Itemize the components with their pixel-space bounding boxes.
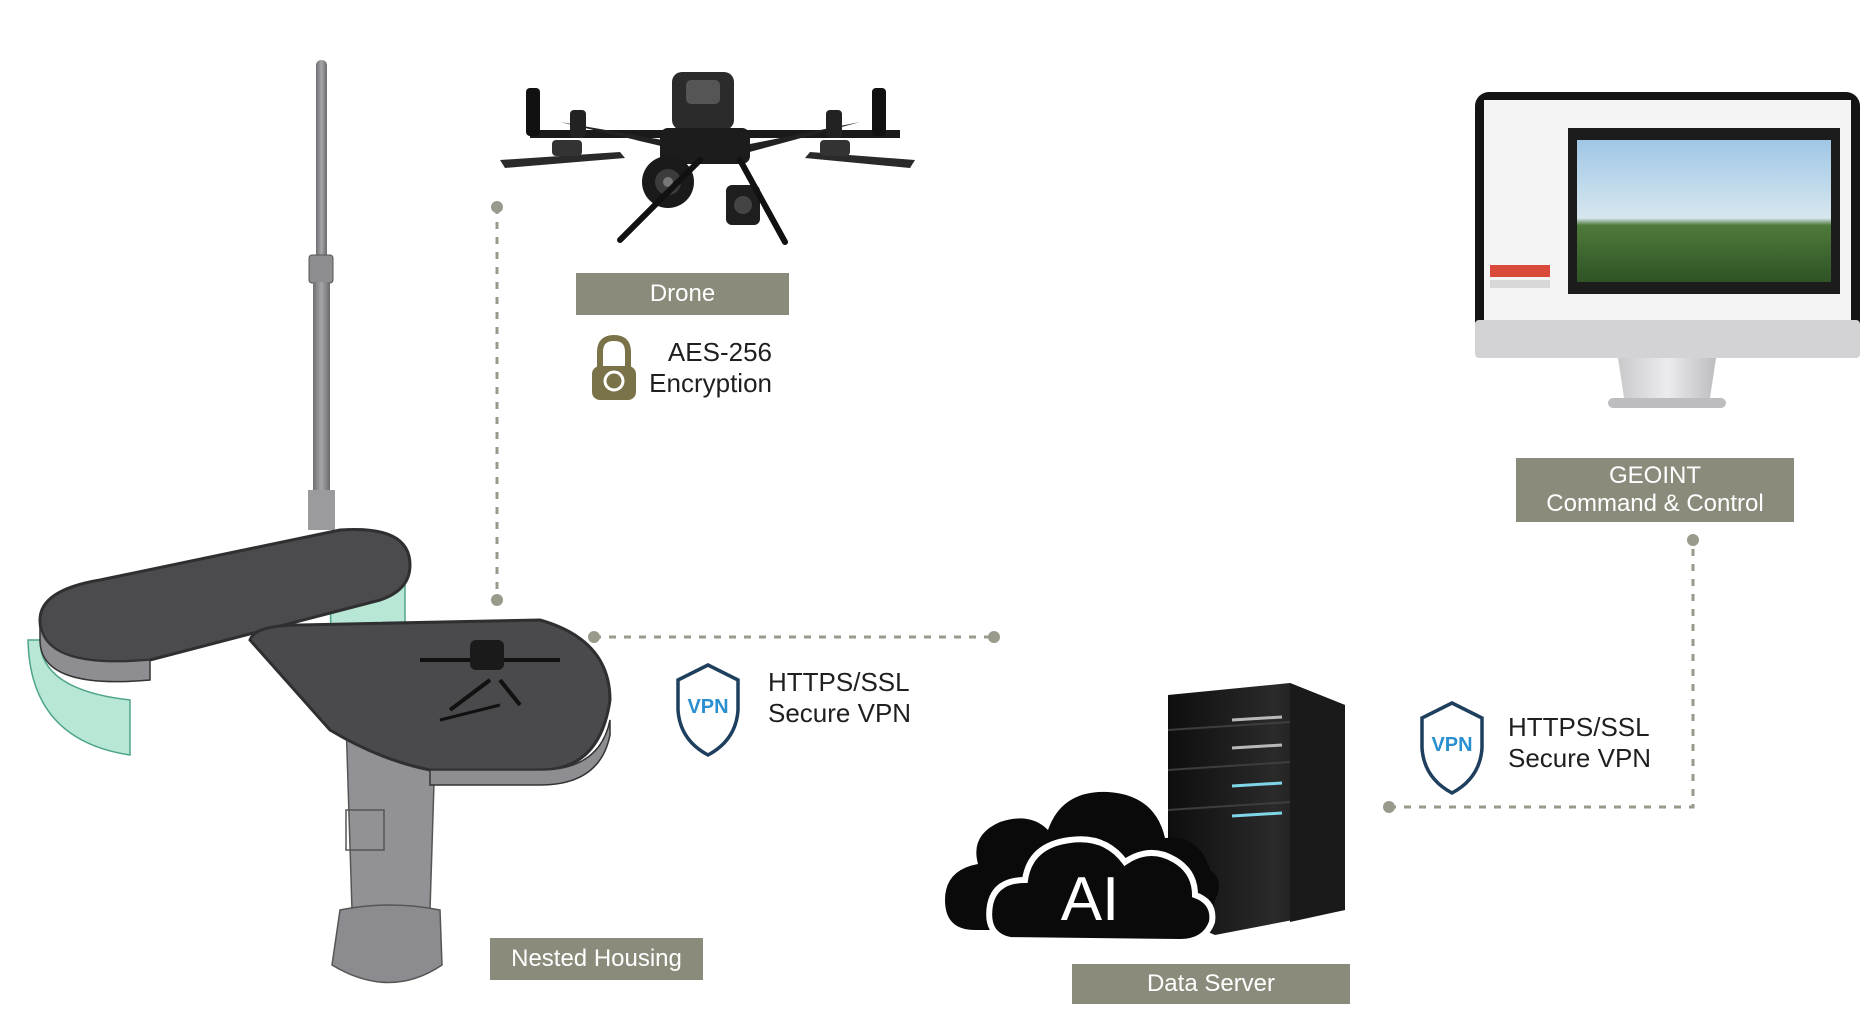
- nested-housing-image: [27, 60, 612, 984]
- connector-housing-server: [588, 631, 1000, 643]
- drone-label: Drone: [576, 273, 789, 315]
- encryption-caption-line1: AES-256: [667, 337, 772, 367]
- geoint-label-line1: GEOINT: [1608, 462, 1701, 489]
- encryption-caption: AES-256 Encryption: [640, 337, 772, 399]
- connector-server-geoint: [1383, 534, 1699, 813]
- ai-cloud-icon: AI: [945, 791, 1219, 946]
- data-server-label-text: Data Server: [1146, 970, 1276, 997]
- vpn-caption-housing-server: HTTPS/SSL Secure VPN: [768, 667, 928, 729]
- encryption-caption-line2: Encryption: [649, 368, 772, 398]
- drone-label-text: Drone: [649, 280, 716, 307]
- vpn-caption-line2: Secure VPN: [768, 698, 912, 728]
- vpn-caption-server-geoint: HTTPS/SSL Secure VPN: [1508, 712, 1668, 774]
- vpn-shield-icon: VPN: [1420, 701, 1484, 795]
- ai-cloud-text: AI: [1061, 865, 1120, 934]
- lock-icon: [592, 334, 636, 400]
- monitor-image: [1475, 92, 1860, 408]
- vpn-caption-line1: HTTPS/SSL: [1508, 712, 1650, 742]
- geoint-label-line2: Command & Control: [1546, 490, 1764, 517]
- nested-housing-label: Nested Housing: [490, 938, 703, 980]
- vpn-caption-line2: Secure VPN: [1508, 743, 1652, 773]
- vpn-caption-line1: HTTPS/SSL: [768, 667, 910, 697]
- drone-image: [500, 72, 915, 245]
- connector-drone-housing: [491, 201, 503, 606]
- data-server-label: Data Server: [1072, 964, 1350, 1004]
- vpn-shield-icon: VPN: [676, 663, 740, 757]
- nested-housing-label-text: Nested Housing: [511, 945, 682, 972]
- geoint-label: GEOINT Command & Control: [1516, 458, 1794, 522]
- vpn-shield-text: VPN: [1431, 734, 1472, 756]
- vpn-shield-text: VPN: [687, 696, 728, 718]
